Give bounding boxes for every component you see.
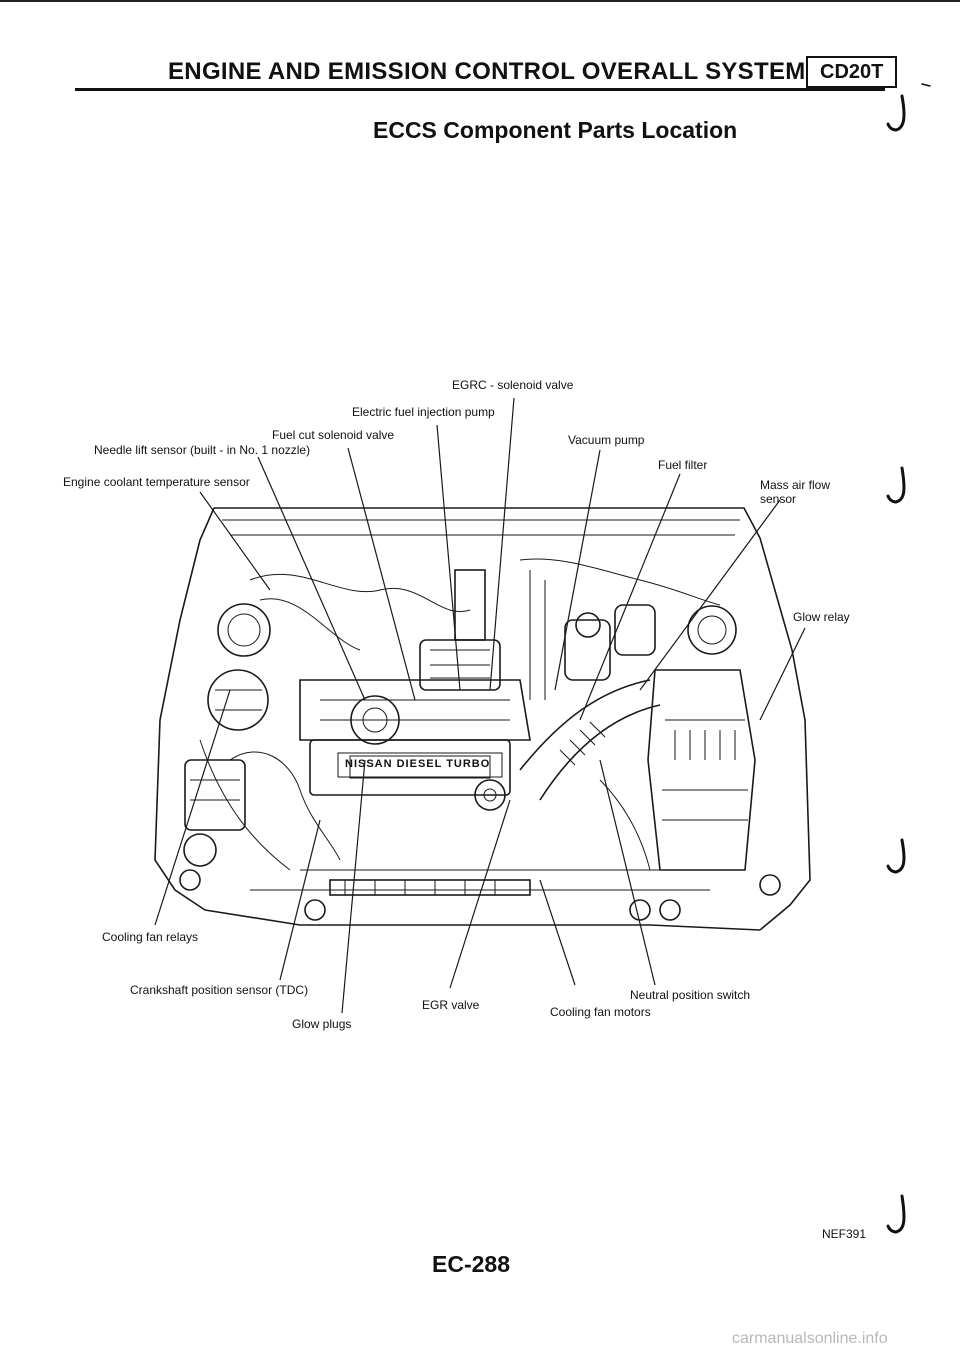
label-mass-air-flow-line1: Mass air flow <box>760 478 831 492</box>
label-cooling-fan-relays: Cooling fan relays <box>102 930 199 944</box>
label-needle-lift-sensor: Needle lift sensor (built - in No. 1 noz… <box>94 443 311 457</box>
label-fuel-cut-solenoid-valve: Fuel cut solenoid valve <box>272 428 395 442</box>
label-neutral-position-switch: Neutral position switch <box>630 988 751 1002</box>
label-crankshaft-position-sensor: Crankshaft position sensor (TDC) <box>130 983 309 997</box>
page-header-title: ENGINE AND EMISSION CONTROL OVERALL SYST… <box>168 58 806 85</box>
label-cooling-fan-motors: Cooling fan motors <box>550 1005 651 1019</box>
label-mass-air-flow-sensor: Mass air flow sensor <box>760 478 830 506</box>
label-glow-relay: Glow relay <box>793 610 850 624</box>
source-watermark: carmanualsonline.info <box>732 1330 888 1347</box>
figure-code: NEF391 <box>822 1227 867 1241</box>
label-glow-plugs: Glow plugs <box>292 1017 352 1031</box>
label-engine-coolant-temperature-sensor: Engine coolant temperature sensor <box>63 475 250 489</box>
label-egr-valve: EGR valve <box>422 998 480 1012</box>
revision-check-marks <box>886 83 931 1234</box>
leader-lines <box>154 397 806 1014</box>
engine-cover-lettering: NISSAN DIESEL TURBO <box>345 758 491 770</box>
engine-bay-drawing <box>154 507 811 931</box>
top-edge-rule <box>0 0 960 2</box>
model-code-badge: CD20T <box>806 56 898 88</box>
label-vacuum-pump: Vacuum pump <box>568 433 645 447</box>
header-rule <box>75 88 885 91</box>
section-title: ECCS Component Parts Location <box>373 117 738 143</box>
label-fuel-filter: Fuel filter <box>658 458 708 472</box>
label-electric-fuel-injection-pump: Electric fuel injection pump <box>352 405 495 419</box>
label-egrc-solenoid-valve: EGRC - solenoid valve <box>452 378 574 392</box>
page-number: EC-288 <box>432 1251 510 1277</box>
label-mass-air-flow-line2: sensor <box>760 492 797 506</box>
